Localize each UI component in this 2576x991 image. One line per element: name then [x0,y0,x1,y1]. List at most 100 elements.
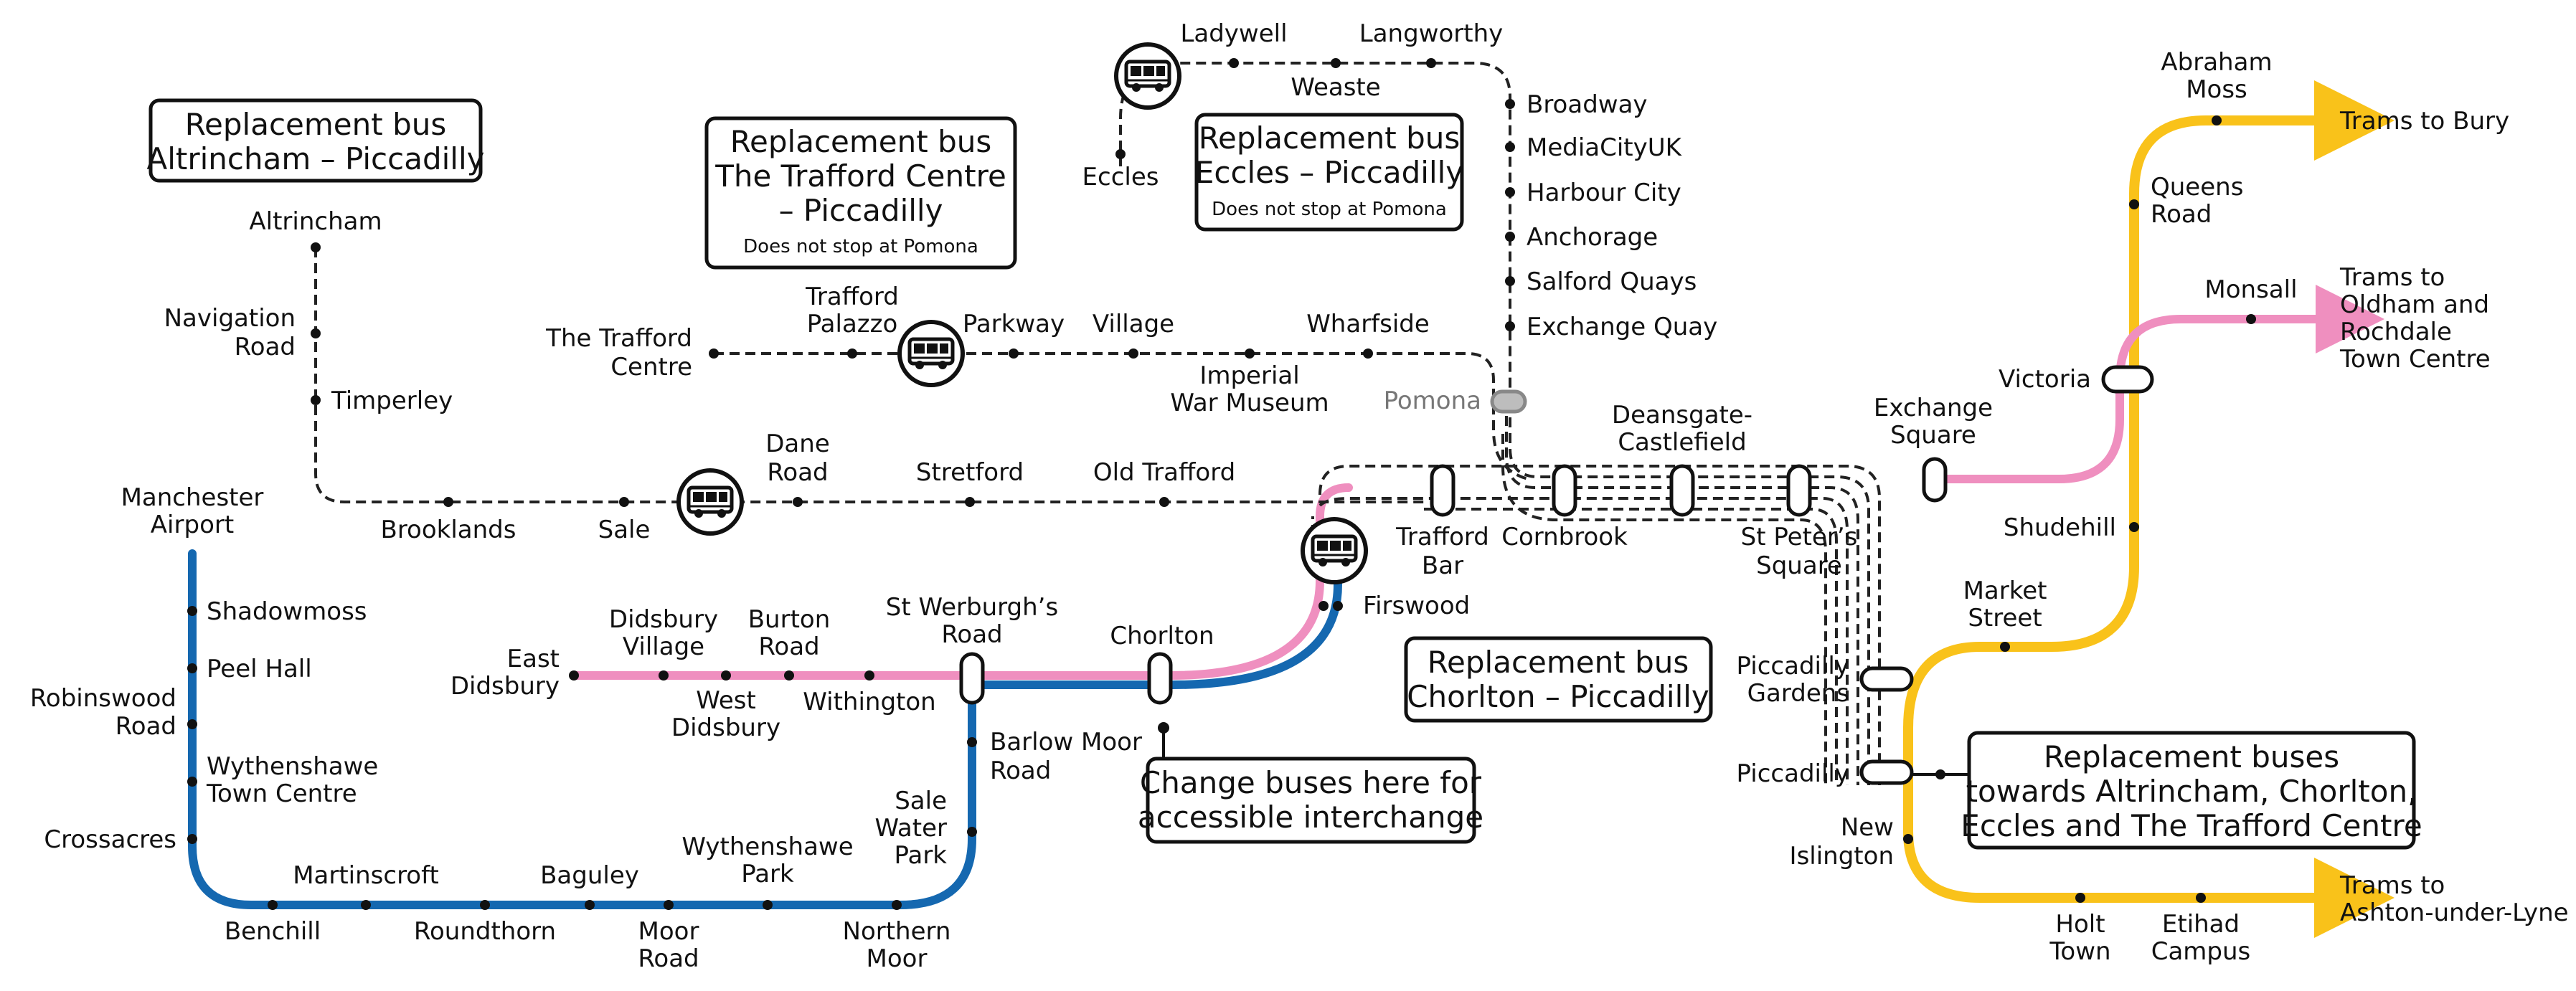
station-label: Queens [2151,173,2243,201]
station-label: Weaste [1291,73,1380,102]
box-note: Does not stop at Pomona [743,236,978,257]
station-label: Didsbury [671,713,780,742]
box-title: Altrincham – Piccadilly [146,141,484,176]
box-title: Replacement bus [1428,645,1689,680]
box-title: Replacement bus [185,107,447,142]
station-label: Dane [765,430,829,458]
station-label: Bar [1422,551,1463,580]
station-label: Moor [638,917,699,946]
station-label: Timperley [331,387,453,415]
station-label: Moss [2186,75,2247,104]
station-label: Road [941,620,1002,649]
info-box-piccadilly-buses: Replacement buses towards Altrincham, Ch… [1961,731,2422,850]
station-label: Robinswood [30,684,176,713]
station-label: Centre [610,353,692,381]
station-label: Sale [598,516,651,544]
station-label: Shadowmoss [207,597,367,626]
station-label: Castlefield [1618,428,1746,457]
info-box-eccles: Replacement bus Eccles – Piccadilly Does… [1194,113,1464,232]
station-label: Victoria [1999,365,2091,394]
destination-label: Town Centre [2339,345,2491,374]
bus-icon [679,470,742,534]
station-label: Trafford [805,283,899,311]
station-label: Town Centre [206,779,357,808]
destination-label: Trams to [2339,871,2445,900]
station-label: Broadway [1527,90,1648,119]
station-label: Altrincham [249,207,382,236]
station-label: Road [2151,200,2212,229]
box-note: Does not stop at Pomona [1212,199,1447,220]
station-label: Langworthy [1359,19,1504,48]
station-label: Monsall [2204,275,2297,304]
station-label: Roundthorn [414,917,556,946]
box-title: Change buses here for [1140,765,1482,800]
station-label: Airport [151,511,234,539]
station-label: St Peter’s [1741,523,1858,551]
station-labels: Altrincham Navigation Road Timperley Bro… [30,19,2569,973]
station-label: Road [758,632,819,661]
station-label: Sale [895,787,947,815]
bus-icon [1116,44,1179,108]
station-label: Cornbrook [1501,523,1628,551]
station-label: Salford Quays [1527,267,1697,296]
station-label: Didsbury [609,605,718,634]
destination-label: Ashton-under-Lyne [2340,898,2569,927]
station-label: Martinscroft [293,861,439,890]
station-label: St Werburgh’s [886,593,1058,622]
station-label: Benchill [225,917,321,946]
station-label: Road [638,944,699,973]
station-label: Trafford [1395,523,1489,551]
station-label: Imperial [1199,361,1299,390]
station-label: Anchorage [1527,223,1658,252]
station-label: Exchange [1874,394,1993,422]
station-label: Abraham [2161,48,2272,77]
interchanges [959,365,2154,785]
box-title: Replacement bus [730,124,992,159]
station-label: Piccadilly [1737,652,1849,681]
station-label: Palazzo [807,310,898,338]
station-label: Burton [748,605,831,634]
station-label: Market [1963,577,2047,605]
station-label: Wharfside [1306,310,1430,338]
station-label: Road [115,712,176,741]
station-label: Firswood [1363,592,1470,620]
box-title: Replacement bus [1199,120,1461,156]
box-title: towards Altrincham, Chorlton, [1966,774,2417,809]
station-label: Brooklands [381,516,516,544]
box-title: Eccles and The Trafford Centre [1961,808,2422,843]
station-label: Crossacres [44,825,176,854]
destination-label: Trams to Bury [2339,107,2509,136]
station-label: Street [1968,604,2042,632]
station-label: Square [1756,551,1842,580]
station-label: Didsbury [450,672,560,701]
station-label: Village [623,632,704,661]
info-box-chorlton: Replacement bus Chorlton – Piccadilly [1404,636,1713,723]
station-label: Baguley [540,861,639,890]
station-label: East [507,645,560,673]
station-label: War Museum [1170,389,1329,417]
station-label: Peel Hall [207,655,312,683]
station-label: Northern [843,917,951,946]
station-label: Road [767,458,828,487]
station-label: Moor [867,944,928,973]
box-title: – Piccadilly [779,193,943,228]
station-label: West [696,686,756,715]
destination-label: Trams to [2339,263,2445,292]
station-label: Park [741,860,794,888]
info-box-trafford-centre: Replacement bus The Trafford Centre – Pi… [704,116,1017,270]
station-label: Eccles [1082,163,1159,191]
station-label: Park [895,841,948,870]
station-label: Holt [2055,910,2105,939]
station-label: Pomona [1384,387,1481,415]
station-label: Parkway [963,310,1065,338]
station-label: Wythenshawe [207,752,378,781]
station-label: Shudehill [2004,513,2116,542]
bus-icon [900,322,963,385]
station-label: Navigation [164,304,296,333]
box-title: The Trafford Centre [714,158,1006,194]
bus-icon [1303,519,1366,582]
station-label: Square [1890,421,1976,450]
blue-lines [188,549,1342,909]
station-label: Road [990,757,1051,785]
